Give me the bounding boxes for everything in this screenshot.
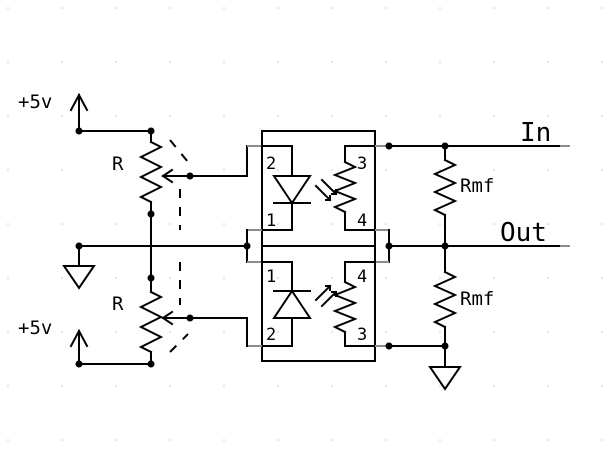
junction-dot xyxy=(75,127,83,135)
pin-bottom-led-upper: 1 xyxy=(266,267,276,287)
rmf-top-label: Rmf xyxy=(460,175,494,197)
pin-bottom-ldr-upper: 4 xyxy=(357,267,367,287)
rmf-bottom-resistor xyxy=(432,245,458,347)
junction-dot xyxy=(186,172,194,180)
junction-dot xyxy=(441,242,449,250)
pin-top-led-anode: 2 xyxy=(266,154,276,174)
pot-bottom-label: R xyxy=(112,293,124,315)
junction-dot xyxy=(243,242,251,250)
ground-rail xyxy=(78,213,248,279)
supply-bottom-label: +5v xyxy=(18,317,52,339)
junction-dot xyxy=(147,210,155,218)
junction-dots xyxy=(75,127,449,368)
bottom-led xyxy=(189,245,338,347)
grid-dots xyxy=(7,7,603,441)
pin-bottom-led-lower: 2 xyxy=(266,325,276,345)
pin-bottom-ldr-lower: 3 xyxy=(357,325,367,345)
potentiometer-top xyxy=(78,130,191,230)
supply-bottom-symbol xyxy=(69,328,89,365)
junction-dot xyxy=(385,342,393,350)
rmf-bottom-label: Rmf xyxy=(460,288,494,310)
rmf-top-resistor xyxy=(432,145,458,247)
junction-dot xyxy=(385,142,393,150)
potentiometer-bottom xyxy=(78,262,191,365)
pin-top-ldr-upper: 3 xyxy=(357,154,367,174)
out-label: Out xyxy=(500,218,547,248)
pot-top-label: R xyxy=(112,153,124,175)
supply-top-symbol xyxy=(69,92,89,132)
supply-top-label: +5v xyxy=(18,91,52,113)
ground-right-symbol xyxy=(388,345,462,391)
junction-dot xyxy=(186,314,194,322)
junction-dot xyxy=(385,242,393,250)
junction-dot xyxy=(147,360,155,368)
junction-dot xyxy=(441,342,449,350)
junction-dot xyxy=(75,242,83,250)
junction-dot xyxy=(147,274,155,282)
ground-left-symbol xyxy=(62,245,96,290)
junction-dot xyxy=(75,360,83,368)
in-label: In xyxy=(520,118,551,148)
junction-dot xyxy=(147,127,155,135)
pin-top-led-cathode: 1 xyxy=(266,211,276,231)
junction-dot xyxy=(441,142,449,150)
pin-top-ldr-lower: 4 xyxy=(357,211,367,231)
